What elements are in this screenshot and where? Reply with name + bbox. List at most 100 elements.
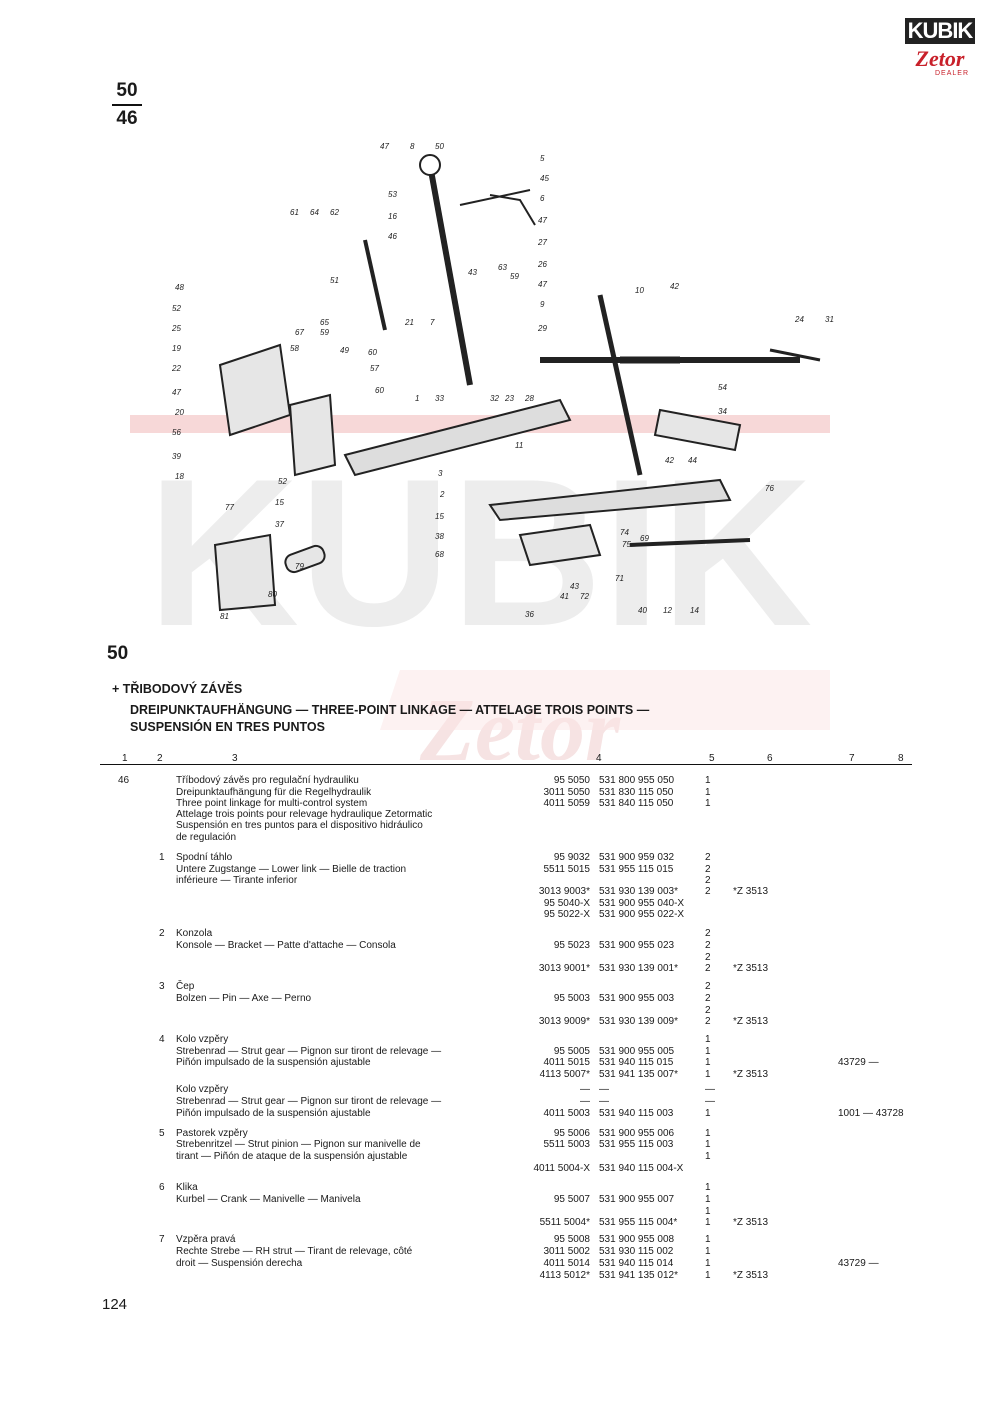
table-cell-c5: 1 <box>705 1069 711 1080</box>
table-cell-c5: 2 <box>705 852 711 863</box>
table-cell-c3: Piñón impulsado de la suspensión ajustab… <box>176 1108 371 1119</box>
table-cell-c4a: 4113 5007* <box>539 1069 590 1080</box>
svg-text:81: 81 <box>220 612 229 621</box>
table-cell-c5: 1 <box>705 1046 711 1057</box>
svg-text:37: 37 <box>275 520 284 529</box>
svg-text:19: 19 <box>172 344 181 353</box>
column-header-7: 7 <box>849 753 855 764</box>
table-cell-c5: 1 <box>705 1128 711 1139</box>
table-cell-c7: 43729 — <box>838 1258 879 1269</box>
table-cell-c6: *Z 3513 <box>733 1270 769 1281</box>
svg-text:53: 53 <box>388 190 397 199</box>
table-cell-c4a: 3013 9001* <box>538 963 590 974</box>
table-cell-c4b: 531 955 115 015 <box>599 864 674 875</box>
svg-text:5: 5 <box>540 154 545 163</box>
group-number: 50 46 <box>112 80 142 130</box>
table-cell-c4a: 95 5006 <box>553 1128 590 1139</box>
table-cell-c5: 1 <box>705 1151 711 1162</box>
table-cell-c5: 1 <box>705 1108 711 1119</box>
svg-text:21: 21 <box>404 318 414 327</box>
table-cell-c4b: 531 900 955 007 <box>599 1194 675 1205</box>
table-cell-c5: 2 <box>705 928 711 939</box>
table-cell-c4b: 531 940 115 014 <box>599 1258 674 1269</box>
svg-text:41: 41 <box>560 592 569 601</box>
table-cell-c5: 1 <box>705 1057 711 1068</box>
svg-text:15: 15 <box>435 512 444 521</box>
table-cell-c2: 1 <box>159 852 165 863</box>
svg-text:74: 74 <box>620 528 629 537</box>
table-cell-c4b: 531 930 139 003* <box>599 886 678 897</box>
section-title-cz: + TŘIBODOVÝ ZÁVĚS <box>112 682 243 696</box>
svg-text:69: 69 <box>640 534 649 543</box>
table-cell-c3: Untere Zugstange — Lower link — Bielle d… <box>176 864 407 875</box>
svg-text:76: 76 <box>765 484 774 493</box>
table-cell-c2: 3 <box>159 981 165 992</box>
table-cell-c3: Rechte Strebe — RH strut — Tirant de rel… <box>176 1246 413 1257</box>
svg-text:52: 52 <box>172 304 181 313</box>
svg-text:12: 12 <box>663 606 672 615</box>
table-cell-c3: Konsole — Bracket — Patte d'attache — Co… <box>176 940 396 951</box>
svg-text:42: 42 <box>670 282 679 291</box>
svg-text:43: 43 <box>570 582 579 591</box>
svg-text:42: 42 <box>665 456 674 465</box>
table-cell-c5: 1 <box>705 787 711 798</box>
svg-text:45: 45 <box>540 174 549 183</box>
table-cell-c5: 1 <box>705 1206 711 1217</box>
table-cell-c4b: 531 800 955 050 <box>599 775 675 786</box>
table-cell-c4a: 95 5022-X <box>543 909 590 920</box>
svg-text:72: 72 <box>580 592 589 601</box>
svg-text:48: 48 <box>175 283 184 292</box>
table-cell-c4a: 95 5023 <box>553 940 590 951</box>
table-cell-c7: 43729 — <box>838 1057 879 1068</box>
svg-text:75: 75 <box>622 540 631 549</box>
table-cell-c7: 1001 — 43728 <box>838 1108 904 1119</box>
table-cell-c5: 1 <box>705 1194 711 1205</box>
table-cell-c4a: 95 5003 <box>553 993 590 1004</box>
svg-text:15: 15 <box>275 498 284 507</box>
table-cell-c3: Suspensión en tres puntos para el dispos… <box>176 820 423 831</box>
svg-text:67: 67 <box>295 328 304 337</box>
watermark-sub: Zetor <box>419 681 621 760</box>
svg-text:28: 28 <box>524 394 534 403</box>
svg-text:49: 49 <box>340 346 349 355</box>
svg-text:77: 77 <box>225 503 234 512</box>
table-cell-c3: inférieure — Tirante inferior <box>176 875 298 886</box>
table-cell-c4a: 95 5008 <box>553 1234 590 1245</box>
table-cell-c4a: 5511 5004* <box>539 1217 590 1228</box>
table-cell-c4a: — <box>580 1096 590 1107</box>
table-cell-c5: 2 <box>705 886 711 897</box>
parts-drawing <box>213 154 821 612</box>
table-cell-c4b: 531 940 115 003 <box>599 1108 674 1119</box>
group-number-bottom: 46 <box>116 108 138 129</box>
table-cell-c4a: 95 5007 <box>553 1194 590 1205</box>
svg-text:71: 71 <box>615 574 624 583</box>
table-cell-c4a: 4011 5004-X <box>533 1163 590 1174</box>
table-cell-c4b: 531 900 955 006 <box>599 1128 675 1139</box>
table-cell-c4b: 531 930 139 001* <box>599 963 678 974</box>
logo-brand: KUBIK <box>905 18 975 44</box>
header-rule <box>100 764 912 765</box>
column-header-4: 4 <box>596 753 602 764</box>
svg-text:29: 29 <box>537 324 547 333</box>
table-cell-c4a: 95 5040-X <box>543 898 590 909</box>
svg-text:64: 64 <box>310 208 319 217</box>
table-cell-c4b: — <box>599 1084 609 1095</box>
svg-text:8: 8 <box>410 142 415 151</box>
table-cell-c4a: 5511 5015 <box>543 864 590 875</box>
table-cell-c3: Three point linkage for multi-control sy… <box>176 798 368 809</box>
table-cell-c4b: 531 900 955 005 <box>599 1046 675 1057</box>
svg-text:32: 32 <box>490 394 499 403</box>
table-cell-c3: Dreipunktaufhängung für die Regelhydraul… <box>176 787 372 798</box>
svg-text:54: 54 <box>718 383 727 392</box>
svg-text:2: 2 <box>439 490 445 499</box>
logo-sub: Zetor <box>915 46 965 71</box>
table-cell-c5: — <box>705 1096 715 1107</box>
svg-text:58: 58 <box>290 344 299 353</box>
table-cell-c3: Strebenrad — Strut gear — Pignon sur tir… <box>176 1096 442 1107</box>
svg-text:65: 65 <box>320 318 329 327</box>
svg-text:46: 46 <box>388 232 397 241</box>
svg-text:38: 38 <box>435 532 444 541</box>
svg-text:34: 34 <box>718 407 727 416</box>
table-cell-c6: *Z 3513 <box>733 1069 769 1080</box>
svg-text:33: 33 <box>435 394 444 403</box>
